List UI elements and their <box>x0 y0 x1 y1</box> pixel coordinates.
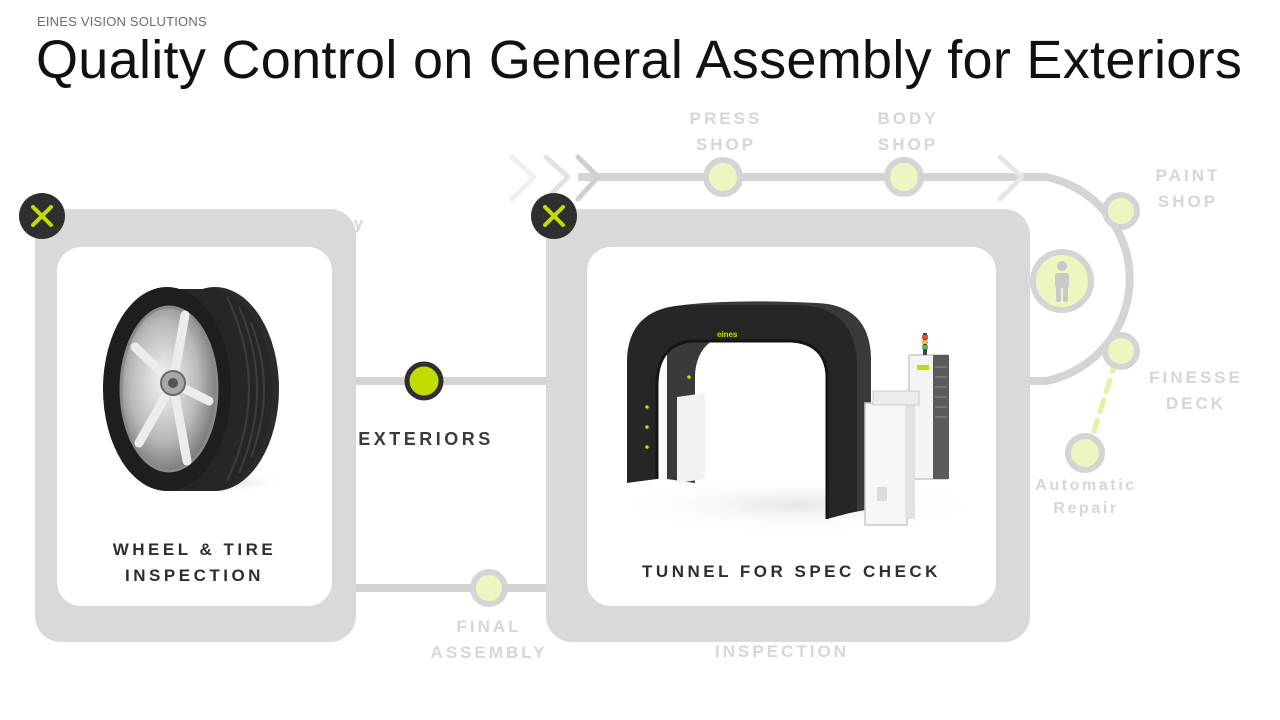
close-icon <box>543 205 565 227</box>
person-icon <box>1055 261 1069 302</box>
label-exteriors: EXTERIORS <box>358 429 494 449</box>
chevron-right-icon <box>543 154 571 202</box>
label-line: Repair <box>1053 500 1119 517</box>
tunnel-card[interactable]: eines TUNNEL FOR SPEC CHECK <box>587 247 996 606</box>
label-line: SHOP <box>695 135 757 154</box>
tunnel-card-label: TUNNEL FOR SPEC CHECK <box>642 562 941 581</box>
label-line: ASSEMBLY <box>430 643 548 662</box>
chevron-right-icon <box>509 154 537 202</box>
wheel-card[interactable]: WHEEL & TIRE INSPECTION <box>57 247 332 606</box>
node-finesse-deck <box>1102 332 1140 370</box>
label-finesse-deck: FINESSE DECK <box>1136 365 1256 417</box>
label-line: INSPECTION <box>125 566 264 585</box>
label-line: FINESSE <box>1149 368 1243 387</box>
label-line: Automatic <box>1035 477 1137 494</box>
tunnel-brand-logo: eines <box>717 330 738 339</box>
label-final-assembly: FINAL ASSEMBLY <box>424 614 554 666</box>
label-line: DECK <box>1165 394 1227 413</box>
node-final-assembly <box>470 569 508 607</box>
wheel-tire-image <box>103 287 287 494</box>
label-body-shop: BODY SHOP <box>858 106 958 158</box>
label-line: SHOP <box>1157 192 1219 211</box>
repair-dashed-line <box>1087 357 1119 447</box>
label-paint-shop: PAINT SHOP <box>1138 163 1238 215</box>
label-line: FINAL <box>456 617 522 636</box>
label-automatic-repair: Automatic Repair <box>1024 474 1148 520</box>
close-button-tunnel[interactable] <box>531 193 577 239</box>
label-line: PRESS <box>689 109 763 128</box>
flow-nodes <box>404 157 1140 607</box>
label-line: BODY <box>877 109 939 128</box>
wheel-card-label: WHEEL & TIRE INSPECTION <box>57 537 332 589</box>
node-automatic-repair <box>1065 433 1105 473</box>
node-body-shop <box>884 157 924 197</box>
flow-loop <box>1030 173 1134 385</box>
label-inspection: INSPECTION <box>715 642 849 661</box>
label-line: WHEEL & TIRE <box>112 540 277 559</box>
label-press-shop: PRESS SHOP <box>676 106 776 158</box>
label-line: SHOP <box>877 135 939 154</box>
chevron-right-icon <box>575 154 601 202</box>
node-paint-shop <box>1102 192 1140 230</box>
tunnel-machine-image: eines <box>607 301 987 535</box>
page-title: Quality Control on General Assembly for … <box>36 30 1243 90</box>
node-press-shop <box>703 157 743 197</box>
label-line: PAINT <box>1155 166 1221 185</box>
company-name: EINES VISION SOLUTIONS <box>37 14 207 29</box>
close-icon <box>31 205 53 227</box>
flow-chevrons <box>509 154 1025 202</box>
close-button-wheel[interactable] <box>19 193 65 239</box>
chevron-right-icon <box>997 154 1025 202</box>
node-exteriors-active <box>404 361 444 401</box>
